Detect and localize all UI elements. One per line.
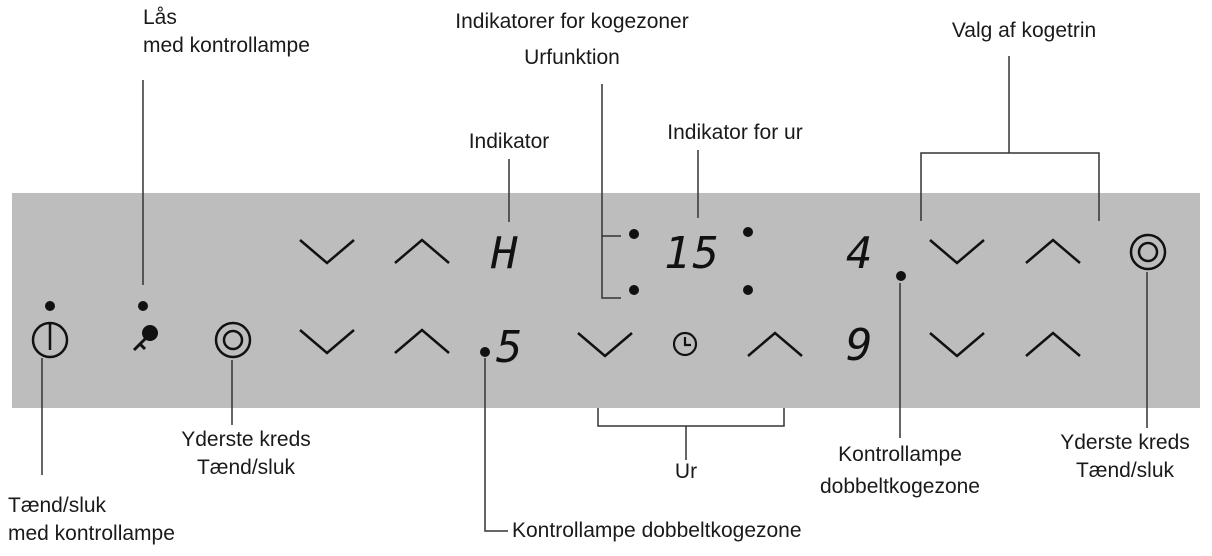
chevron-down-icon[interactable] — [929, 239, 985, 265]
zone-display-top-left: H — [491, 228, 520, 279]
label-lock-line1: Lås — [143, 6, 177, 29]
label-outer-circle-right-line1: Yderste kreds — [1060, 431, 1190, 454]
timer-display: 15 — [664, 228, 721, 279]
key-lock-icon[interactable] — [132, 325, 158, 352]
chevron-up-icon[interactable] — [394, 238, 450, 264]
label-outer-circle-right: Yderste kreds Tænd/sluk — [1060, 429, 1190, 485]
label-double-zone-lamp-bottom: Kontrollampe dobbeltkogezone — [512, 519, 802, 542]
label-outer-circle-right-line2: Tænd/sluk — [1075, 459, 1175, 482]
zone-display-bottom-left: 5 — [496, 322, 525, 373]
label-clock: Ur — [674, 460, 698, 483]
power-icon[interactable] — [31, 321, 69, 359]
label-outer-circle-left-line1: Yderste kreds — [181, 428, 311, 451]
chevron-up-icon[interactable] — [394, 328, 450, 354]
zone-display-top-right: 4 — [846, 228, 875, 279]
chevron-down-icon[interactable] — [299, 239, 355, 265]
lock-indicator-lamp — [138, 301, 148, 311]
label-onoff: Tænd/sluk med kontrollampe — [8, 492, 175, 548]
clock-icon[interactable] — [672, 331, 698, 357]
chevron-up-icon[interactable] — [1025, 238, 1081, 264]
label-double-zone-lamp-right-line1: Kontrollampe — [838, 443, 962, 466]
power-indicator-lamp — [45, 301, 55, 311]
zone-indicator-dot — [629, 285, 639, 295]
label-onoff-line2: med kontrollampe — [8, 522, 175, 545]
chevron-down-icon[interactable] — [929, 332, 985, 358]
leader-lines — [41, 56, 1148, 532]
dual-circle-icon-left[interactable] — [214, 321, 252, 359]
label-zone-indicators: Indikatorer for kogezoner Urfunktion — [455, 8, 688, 72]
zone-display-bottom-right: 9 — [846, 320, 875, 371]
chevron-up-icon[interactable] — [747, 331, 803, 357]
label-double-zone-lamp-right: Kontrollampe dobbeltkogezone — [820, 441, 980, 501]
label-zone-indicators-line2: Urfunktion — [524, 46, 620, 69]
zone-indicator-dot — [743, 285, 753, 295]
label-clock-indicator: Indikator for ur — [667, 121, 803, 144]
chevron-down-icon[interactable] — [299, 329, 355, 355]
label-indicator: Indikator — [468, 130, 550, 153]
label-lock: Lås med kontrollampe — [143, 4, 310, 60]
zone-indicator-dot — [743, 227, 753, 237]
label-onoff-line1: Tænd/sluk — [8, 494, 107, 517]
zone-indicator-dot — [629, 229, 639, 239]
label-select-level: Valg af kogetrin — [951, 19, 1097, 42]
chevron-down-icon[interactable] — [577, 332, 633, 358]
label-outer-circle-left-line2: Tænd/sluk — [196, 456, 296, 479]
chevron-up-icon[interactable] — [1025, 331, 1081, 357]
label-outer-circle-left: Yderste kreds Tænd/sluk — [181, 426, 311, 482]
double-zone-lamp-left — [480, 347, 490, 357]
label-lock-line2: med kontrollampe — [143, 34, 310, 57]
label-double-zone-lamp-right-line2: dobbeltkogezone — [820, 475, 980, 498]
dual-circle-icon-right[interactable] — [1129, 233, 1167, 271]
control-panel — [12, 193, 1200, 408]
double-zone-lamp-right — [896, 271, 906, 281]
label-zone-indicators-line1: Indikatorer for kogezoner — [455, 10, 689, 33]
